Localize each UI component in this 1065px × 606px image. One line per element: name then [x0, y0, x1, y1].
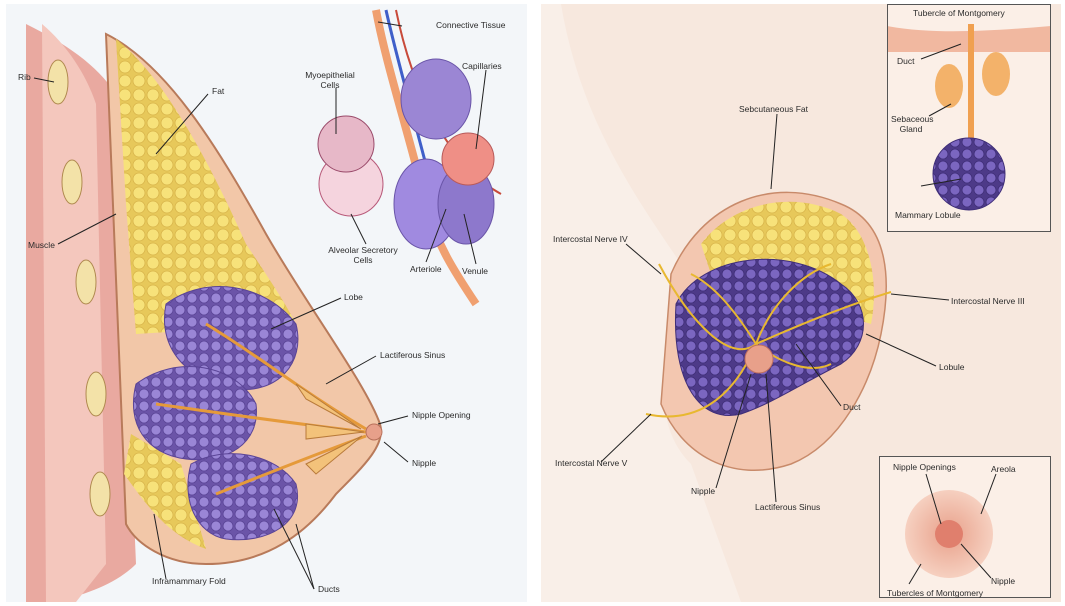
label-intercostal-nerve-iv: Intercostal Nerve IV: [553, 234, 628, 244]
label-muscle: Muscle: [28, 240, 55, 250]
label-lactiferous-sinus: Lactiferous Sinus: [380, 350, 445, 360]
label-capillaries: Capillaries: [462, 61, 502, 71]
label-rib: Rib: [18, 72, 31, 82]
breast-cross-section-panel: Rib Fat Muscle Connective Tissue Myoepit…: [6, 4, 527, 602]
label-nipple: Nipple: [691, 486, 715, 496]
label-inframammary-fold: Inframammary Fold: [152, 576, 226, 586]
label-ducts: Ducts: [318, 584, 340, 594]
leader-lines: [6, 4, 527, 602]
label-connective-tissue: Connective Tissue: [436, 20, 505, 30]
label-intercostal-nerve-v: Intercostal Nerve V: [555, 458, 627, 468]
label-arteriole: Arteriole: [410, 264, 442, 274]
label-lobe: Lobe: [344, 292, 363, 302]
label-alveolar-secretory-cells: Alveolar Secretory Cells: [328, 245, 398, 265]
label-myoepithelial-cells: Myoepithelial Cells: [302, 70, 358, 90]
label-nipple-openings: Nipple Openings: [893, 462, 956, 472]
label-mammary-lobule: Mammary Lobule: [895, 210, 961, 220]
label-duct: Duct: [843, 402, 860, 412]
label-nipple-opening: Nipple Opening: [412, 410, 471, 420]
breast-anterior-view-panel: Tubercle of Montgomery Duct Sebaceous Gl…: [541, 4, 1061, 602]
label-tubercle-of-montgomery: Tubercle of Montgomery: [913, 8, 1005, 18]
label-subcutaneous-fat: Sebcutaneous Fat: [739, 104, 808, 114]
label-areola: Areola: [991, 464, 1016, 474]
label-lobule: Lobule: [939, 362, 965, 372]
label-sebaceous-gland: Sebaceous Gland: [891, 114, 931, 134]
label-nipple: Nipple: [412, 458, 436, 468]
label-duct-inset: Duct: [897, 56, 914, 66]
label-intercostal-nerve-iii: Intercostal Nerve III: [951, 296, 1025, 306]
label-nipple-inset: Nipple: [991, 576, 1015, 586]
label-lactiferous-sinus: Lactiferous Sinus: [755, 502, 820, 512]
label-tubercles-of-montgomery: Tubercles of Montgomery: [887, 588, 983, 598]
label-venule: Venule: [462, 266, 488, 276]
label-fat: Fat: [212, 86, 224, 96]
